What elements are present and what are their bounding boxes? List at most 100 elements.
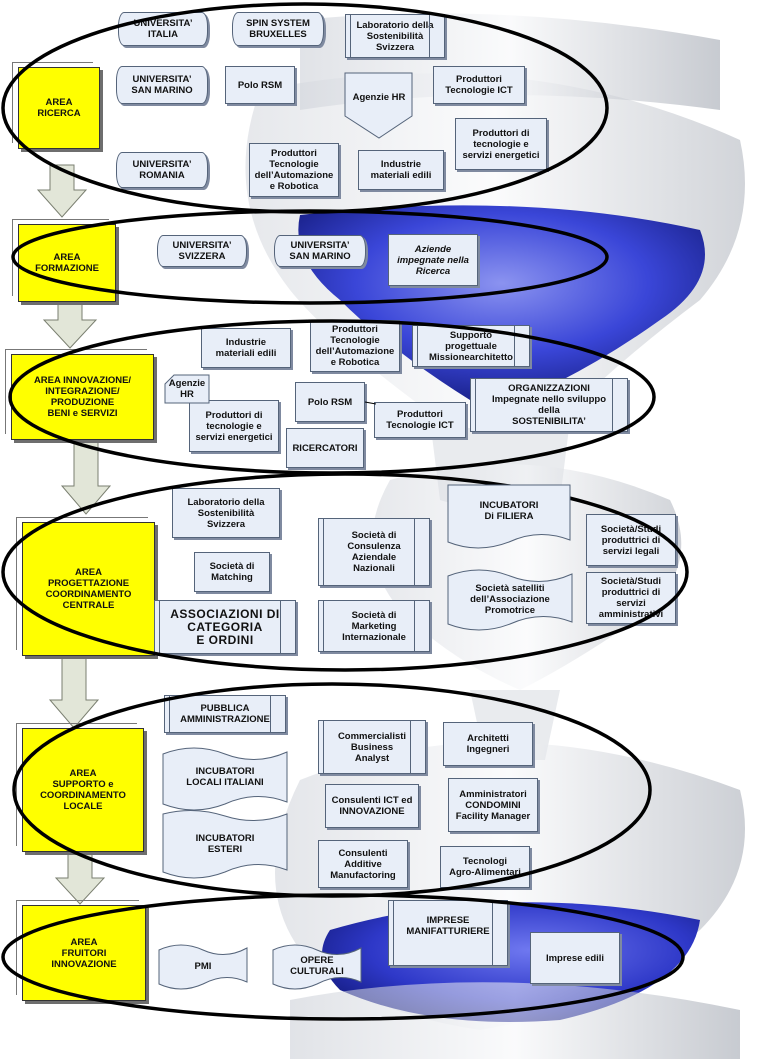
societa-legali-label: Società/Studi produttrici di servizi leg…	[600, 523, 662, 557]
produttori-automazione-2-box: Produttori Tecnologie dell’Automazione e…	[310, 320, 400, 372]
commercialisti-label: Commercialisti Business Analyst	[337, 730, 407, 764]
societa-matching-box: Società di Matching	[194, 552, 270, 592]
area-progettazione-label: AREA PROGETTAZIONE COORDINAMENTO CENTRAL…	[45, 567, 132, 611]
architetti-label: Architetti Ingegneri	[466, 733, 510, 755]
opere-culturali-label: OPERE CULTURALI	[290, 955, 344, 977]
universita-svizzera-label: UNIVERSITA’ SVIZZERA	[172, 240, 232, 262]
spin-system-label: SPIN SYSTEM BRUXELLES	[246, 18, 310, 40]
polo-rsm-box: Polo RSM	[225, 66, 295, 104]
universita-san-marino-2-box: UNIVERSITA’ SAN MARINO	[274, 235, 366, 267]
societa-satelliti-label: Società satelliti dell’Associazione Prom…	[470, 582, 550, 616]
consulenti-additive-box: Consulenti Additive Manufactoring	[318, 840, 408, 888]
polo-rsm-label: Polo RSM	[237, 79, 283, 91]
societa-amministrativi-box: Società/Studi produttrici di servizi amm…	[586, 572, 676, 624]
imprese-edili-box: Imprese edili	[530, 932, 620, 984]
incubatori-esteri-label: INCUBATORI ESTERI	[195, 833, 255, 855]
industrie-materiali-2-box: Industrie materiali edili	[201, 328, 291, 368]
universita-san-marino-2-label: UNIVERSITA’ SAN MARINO	[289, 240, 351, 262]
produttori-energetici-2-box: Produttori di tecnologie e servizi energ…	[189, 400, 279, 452]
incubatori-locali-label: INCUBATORI LOCALI ITALIANI	[186, 766, 264, 788]
organizzazioni-label: ORGANIZZAZIONI Impegnate nello sviluppo …	[491, 383, 606, 427]
agenzie-hr-2-label: Agenzie HR	[168, 378, 206, 400]
universita-italia-box: UNIVERSITA’ ITALIA	[118, 12, 208, 46]
consulenti-ict-box: Consulenti ICT ed INNOVAZIONE	[325, 784, 419, 828]
area-supporto: AREA SUPPORTO e COORDINAMENTO LOCALE	[16, 723, 144, 852]
industrie-materiali-2-label: Industrie materiali edili	[215, 337, 277, 359]
produttori-ict-label: Produttori Tecnologie ICT	[445, 74, 513, 96]
opere-culturali-box: OPERE CULTURALI	[272, 942, 362, 990]
lab-sostenibilita-label: Laboratorio della Sostenibilità Svizzera	[356, 19, 434, 53]
universita-san-marino-box: UNIVERSITA’ SAN MARINO	[116, 66, 208, 104]
imprese-manifatturiere-box: IMPRESE MANIFATTURIERE	[388, 900, 508, 966]
area-fruitori: AREA FRUITORI INNOVAZIONE	[16, 900, 146, 1001]
arrow-down-5	[54, 849, 106, 905]
ricercatori-label: RICERCATORI	[292, 442, 358, 454]
supporto-progettuale-label: Supporto progettuale Missionearchitetto	[429, 329, 513, 363]
consulenti-additive-label: Consulenti Additive Manufactoring	[330, 847, 396, 881]
supporto-progettuale-box: Supporto progettuale Missionearchitetto	[412, 325, 530, 367]
area-innovazione: AREA INNOVAZIONE/ INTEGRAZIONE/ PRODUZIO…	[5, 349, 154, 440]
societa-consulenza-label: Società di Consulenza Aziendale Nazional…	[347, 530, 401, 574]
incubatori-filiera-box: INCUBATORI Di FILIERA	[447, 484, 571, 550]
polo-rsm-2-box: Polo RSM	[295, 382, 365, 422]
produttori-ict-box: Produttori Tecnologie ICT	[433, 66, 525, 104]
area-ricerca-label: AREA RICERCA	[37, 97, 81, 119]
societa-amministrativi-label: Società/Studi produttrici di servizi amm…	[598, 576, 664, 620]
pmi-box: PMI	[158, 942, 248, 990]
amministratori-label: Amministratori CONDOMINI Facility Manage…	[455, 788, 531, 822]
offpage-connector-shape	[344, 72, 413, 139]
commercialisti-box: Commercialisti Business Analyst	[318, 720, 426, 774]
lab-sostenibilita-2-label: Laboratorio della Sostenibilità Svizzera	[187, 496, 265, 530]
imprese-manifatturiere-label: IMPRESE MANIFATTURIERE	[406, 915, 490, 937]
associazioni-label: ASSOCIAZIONI DI CATEGORIA E ORDINI	[170, 606, 280, 647]
societa-marketing-box: Società di Marketing Internazionale	[318, 600, 430, 652]
agenzie-hr-2-box: Agenzie HR	[164, 374, 210, 404]
consulenti-ict-label: Consulenti ICT ed INNOVAZIONE	[331, 795, 413, 817]
industrie-materiali-box: Industrie materiali edili	[358, 150, 444, 190]
pmi-label: PMI	[194, 960, 212, 972]
amministratori-box: Amministratori CONDOMINI Facility Manage…	[448, 778, 538, 832]
lab-sostenibilita-box: Laboratorio della Sostenibilità Svizzera	[345, 14, 445, 58]
universita-san-marino-label: UNIVERSITA’ SAN MARINO	[131, 74, 193, 96]
lab-sostenibilita-2-box: Laboratorio della Sostenibilità Svizzera	[172, 488, 280, 538]
polo-rsm-2-label: Polo RSM	[307, 396, 353, 408]
area-formazione: AREA FORMAZIONE	[12, 219, 116, 302]
aziende-ricerca-box: Aziende impegnate nella Ricerca	[388, 234, 478, 286]
produttori-ict-2-label: Produttori Tecnologie ICT	[386, 409, 454, 431]
pubblica-amministrazione-label: PUBBLICA AMMINISTRAZIONE	[180, 703, 270, 725]
arrow-down-1	[36, 164, 88, 218]
imprese-edili-label: Imprese edili	[545, 952, 605, 964]
organizzazioni-box: ORGANIZZAZIONI Impegnate nello sviluppo …	[470, 378, 628, 432]
agenzie-hr-label: Agenzie HR	[352, 91, 406, 103]
ricercatori-box: RICERCATORI	[286, 428, 364, 468]
agenzie-hr-box: Agenzie HR	[344, 72, 414, 140]
societa-matching-label: Società di Matching	[209, 561, 255, 583]
produttori-energetici-2-label: Produttori di tecnologie e servizi energ…	[195, 409, 273, 443]
area-innovazione-label: AREA INNOVAZIONE/ INTEGRAZIONE/ PRODUZIO…	[33, 375, 132, 419]
spin-system-box: SPIN SYSTEM BRUXELLES	[232, 12, 324, 46]
societa-marketing-label: Società di Marketing Internazionale	[342, 609, 406, 643]
universita-romania-label: UNIVERSITA’ ROMANIA	[132, 159, 192, 181]
incubatori-locali-box: INCUBATORI LOCALI ITALIANI	[162, 744, 288, 811]
universita-romania-box: UNIVERSITA’ ROMANIA	[116, 152, 208, 188]
area-fruitori-label: AREA FRUITORI INNOVAZIONE	[51, 936, 117, 970]
produttori-ict-2-box: Produttori Tecnologie ICT	[374, 402, 466, 438]
area-ricerca: AREA RICERCA	[12, 62, 100, 149]
societa-consulenza-box: Società di Consulenza Aziendale Nazional…	[318, 518, 430, 586]
universita-italia-label: UNIVERSITA’ ITALIA	[133, 18, 193, 40]
incubatori-esteri-box: INCUBATORI ESTERI	[162, 810, 288, 879]
produttori-energetici-label: Produttori di tecnologie e servizi energ…	[462, 127, 540, 161]
industrie-materiali-label: Industrie materiali edili	[370, 159, 432, 181]
architetti-box: Architetti Ingegneri	[443, 722, 533, 766]
arrow-down-3	[60, 439, 112, 515]
incubatori-filiera-label: INCUBATORI Di FILIERA	[479, 500, 539, 522]
produttori-automazione-box: Produttori Tecnologie dell’Automazione e…	[249, 143, 339, 197]
pubblica-amministrazione-box: PUBBLICA AMMINISTRAZIONE	[164, 695, 286, 733]
produttori-automazione-2-label: Produttori Tecnologie dell’Automazione e…	[315, 324, 395, 368]
tecnologi-label: Tecnologi Agro-Alimentari	[449, 856, 521, 878]
produttori-energetici-box: Produttori di tecnologie e servizi energ…	[455, 118, 547, 170]
associazioni-box: ASSOCIAZIONI DI CATEGORIA E ORDINI	[154, 600, 296, 654]
societa-satelliti-box: Società satelliti dell’Associazione Prom…	[447, 566, 573, 632]
universita-svizzera-box: UNIVERSITA’ SVIZZERA	[157, 235, 247, 267]
societa-legali-box: Società/Studi produttrici di servizi leg…	[586, 514, 676, 566]
